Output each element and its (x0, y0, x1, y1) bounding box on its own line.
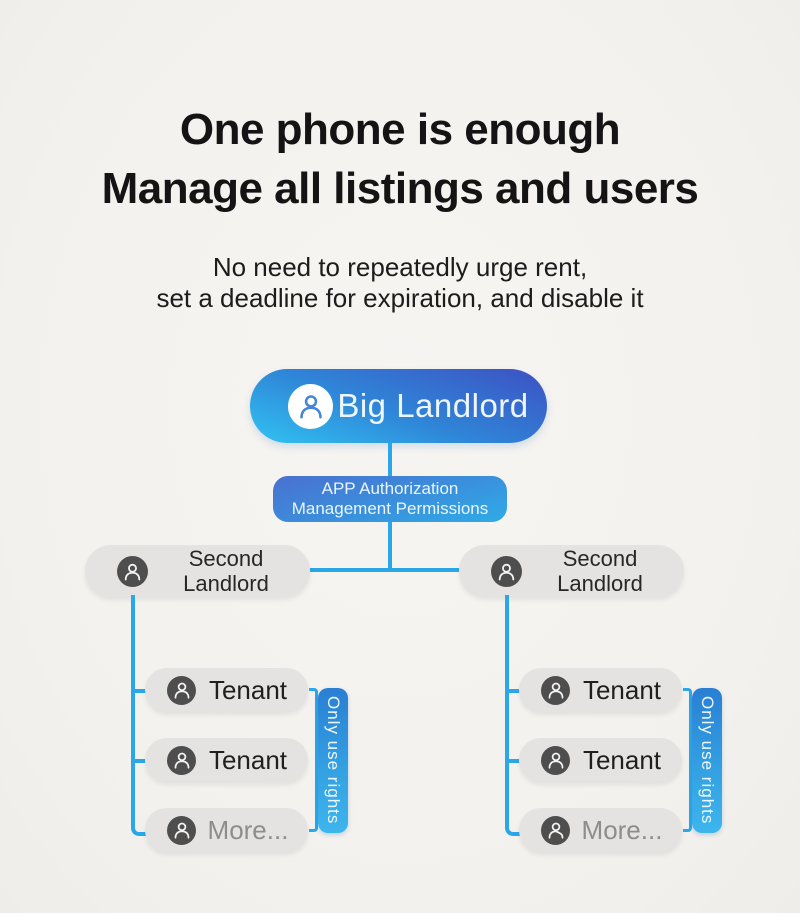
rights-badge: Only use rights (318, 688, 348, 833)
connector-stub (507, 689, 521, 693)
parent-line-2: Landlord (183, 571, 269, 596)
connector-rail (505, 595, 523, 836)
more-node: More... (519, 808, 682, 852)
subtitle-line-1: No need to repeatedly urge rent, (212, 252, 588, 282)
tenants-bracket (309, 688, 318, 832)
person-icon (541, 745, 570, 775)
title-line-2: Manage all listings and users (101, 164, 699, 213)
rights-badge-label: Only use rights (324, 696, 343, 825)
parent-line-1: Second (562, 546, 638, 571)
subtitle-line-2: set a deadline for expiration, and disab… (156, 283, 644, 313)
tenant-label: Tenant (582, 744, 662, 775)
second-landlord-label: Second Landlord (522, 546, 684, 596)
person-icon (491, 555, 522, 587)
second-landlord-node: Second Landlord (459, 545, 684, 597)
tenant-node: Tenant (519, 738, 682, 782)
second-landlord-label: Second Landlord (148, 546, 310, 596)
title-line-1: One phone is enough (179, 105, 621, 154)
second-landlord-node: Second Landlord (85, 545, 310, 597)
tenant-label: Tenant (582, 674, 662, 705)
page-subtitle: No need to repeatedly urge rent, set a d… (0, 252, 800, 314)
more-label: More... (581, 814, 663, 845)
permission-line-1: APP Authorization (321, 479, 459, 498)
tenants-bracket (683, 688, 692, 832)
rights-badge: Only use rights (692, 688, 722, 833)
right-subtree: Second Landlord Tenant Tenan (459, 545, 749, 865)
left-subtree: Second Landlord Tenant Tenan (85, 545, 375, 865)
connector-split-horizontal (310, 568, 460, 572)
rights-badge-label: Only use rights (698, 696, 717, 825)
tenant-node: Tenant (519, 668, 682, 712)
connector-stub (133, 759, 147, 763)
more-node: More... (145, 808, 308, 852)
person-icon (288, 383, 333, 429)
big-landlord-label: Big Landlord (337, 387, 529, 424)
more-label: More... (207, 814, 289, 845)
tenant-label: Tenant (208, 744, 288, 775)
parent-line-1: Second (188, 546, 264, 571)
person-icon (117, 555, 148, 587)
person-icon (167, 745, 196, 775)
connector-permission-split (388, 521, 392, 570)
permission-line-2: Management Permissions (291, 499, 489, 518)
person-icon (167, 675, 196, 705)
permission-node: APP Authorization Management Permissions (273, 476, 507, 522)
person-icon (167, 815, 196, 845)
tenant-node: Tenant (145, 738, 308, 782)
connector-stub (507, 759, 521, 763)
person-icon (541, 815, 570, 845)
tenant-node: Tenant (145, 668, 308, 712)
connector-rail (131, 595, 149, 836)
tenant-label: Tenant (208, 674, 288, 705)
page-title: One phone is enough Manage all listings … (0, 100, 800, 218)
person-icon (541, 675, 570, 705)
connector-root-permission (388, 442, 392, 477)
connector-stub (133, 689, 147, 693)
parent-line-2: Landlord (557, 571, 643, 596)
big-landlord-node: Big Landlord (250, 369, 547, 443)
